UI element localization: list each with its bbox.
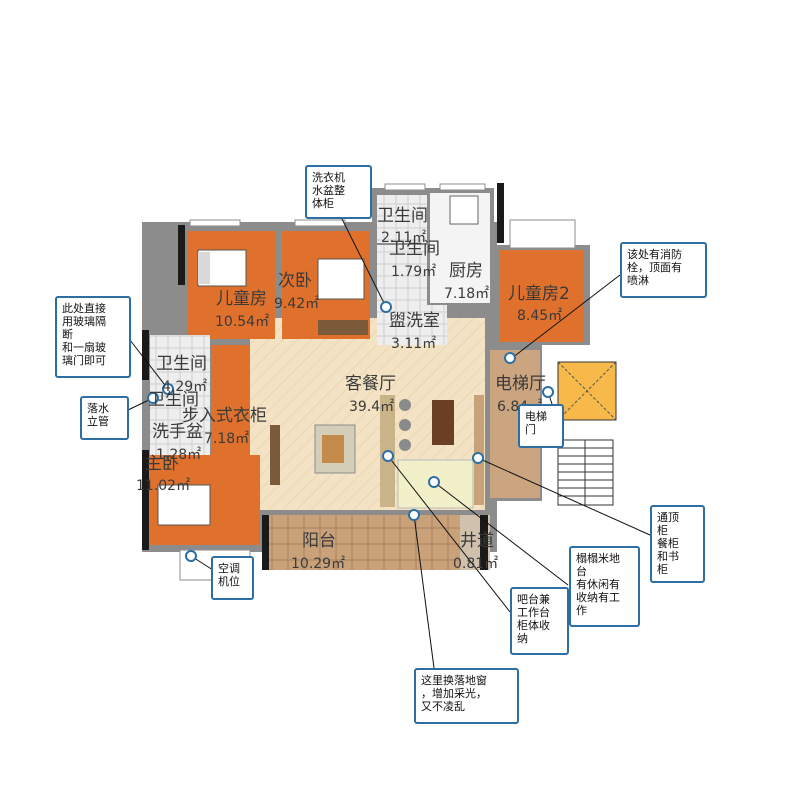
label-bath1-area: 2.11㎡	[381, 230, 426, 246]
label-kitchen-name: 厨房	[449, 261, 483, 281]
label-shaft-area: 0.81㎡	[453, 556, 498, 572]
label-elevator-name: 电梯厅	[495, 374, 546, 394]
label-second-area: 9.42㎡	[274, 296, 319, 312]
bed-master	[157, 484, 211, 526]
room-bath1	[377, 195, 427, 243]
callout-tatami: 榻榻米地 台 有休闲有 收纳有工 作	[569, 546, 640, 627]
wall-end	[262, 515, 269, 570]
callout-window: 这里换落地窗 ，增加采光， 又不凌乱	[414, 668, 519, 724]
stair	[557, 439, 614, 506]
label-bath2-name: 卫生间	[389, 239, 440, 259]
wall-end	[497, 183, 504, 243]
stool-1	[399, 399, 411, 411]
label-master-name: 主卧	[145, 454, 179, 474]
label-washroom-area: 3.11㎡	[391, 336, 436, 352]
wall-end	[480, 515, 488, 570]
callout-washer: 洗衣机 水盆整 体柜	[305, 165, 372, 219]
label-living-area: 39.4㎡	[349, 399, 394, 415]
label-kids1-area: 10.54㎡	[215, 314, 269, 330]
label-master-area: 11.02㎡	[136, 478, 190, 494]
label-kids2-area: 8.45㎡	[517, 308, 562, 324]
label-living-name: 客餐厅	[345, 374, 396, 394]
window	[294, 219, 346, 227]
label-bath1-name: 卫生间	[377, 206, 428, 226]
window	[189, 219, 241, 227]
elevator-x	[557, 361, 617, 421]
coffee-table	[322, 435, 344, 463]
callout-ac: 空调 机位	[211, 556, 254, 600]
label-bath2-area: 1.79㎡	[391, 264, 436, 280]
label-kids2-name: 儿童房2	[508, 284, 570, 304]
label-bath3-name: 卫生间	[156, 354, 207, 374]
label-bath3-area: 4.29㎡	[162, 379, 207, 395]
label-balcony-area: 10.29㎡	[291, 556, 345, 572]
label-washroom-name: 盥洗室	[389, 311, 440, 331]
callout-elevator-door: 电梯 门	[518, 404, 564, 448]
callout-cabinet: 通顶 柜 餐柜 和书 柜	[650, 505, 705, 583]
full-cabinet	[474, 395, 484, 505]
label-kids1-name: 儿童房	[216, 289, 267, 309]
room-bath2	[377, 245, 427, 305]
pillow-kids1	[198, 252, 210, 284]
wall-end	[142, 450, 149, 550]
label-bath4-name: 卫生间	[148, 390, 199, 410]
label-shaft-name: 井道	[460, 531, 494, 551]
window	[384, 183, 426, 191]
wall-end	[178, 225, 185, 285]
room-bath3	[150, 335, 210, 395]
tv-cabinet	[270, 425, 280, 485]
window	[439, 183, 486, 191]
wall-end	[142, 330, 149, 380]
room-kids2	[500, 250, 584, 342]
label-wardrobe-name: 步入式衣柜	[182, 406, 267, 426]
callout-glass: 此处直接 用玻璃隔 断 和一扇玻 璃门即可	[55, 296, 131, 378]
room-balcony	[265, 515, 460, 570]
leader-points	[147, 301, 554, 562]
label-basin-area: 1.28㎡	[156, 447, 201, 463]
label-basin-name: 洗手盆	[152, 422, 203, 442]
dining-table	[432, 400, 454, 445]
stool-2	[399, 419, 411, 431]
label-balcony-name: 阳台	[302, 531, 336, 551]
label-second-name: 次卧	[278, 271, 312, 291]
callout-drain: 落水 立管	[80, 396, 129, 440]
callout-bar: 吧台兼 工作台 柜体收 纳	[510, 587, 569, 655]
label-wardrobe-area: 7.18㎡	[204, 431, 249, 447]
stove	[449, 195, 479, 225]
bed-second	[317, 258, 365, 300]
room-basin	[150, 395, 210, 455]
ac-ledge	[509, 219, 576, 249]
label-kitchen-area: 7.18㎡	[444, 286, 489, 302]
callout-hydrant: 该处有消防 栓，顶面有 喷淋	[620, 242, 707, 298]
stool-3	[399, 439, 411, 451]
wardrobe-second	[318, 320, 368, 335]
room-wardrobe	[212, 345, 250, 455]
